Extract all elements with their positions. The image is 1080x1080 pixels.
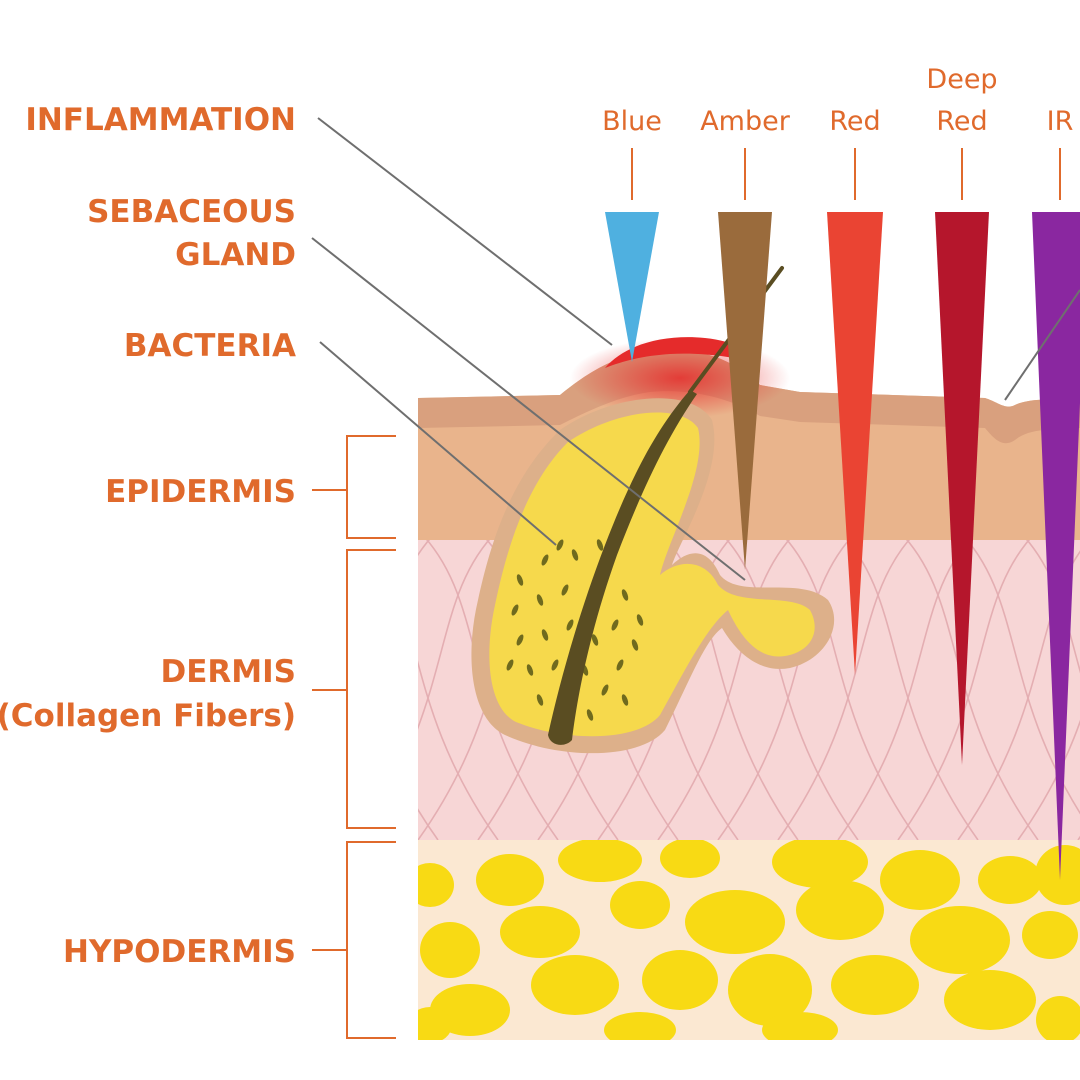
bacterium: [556, 539, 564, 551]
bacterium: [511, 604, 519, 616]
label-dermis-line2: (Collagen Fibers): [0, 698, 296, 734]
label-sebaceous-line2: GLAND: [175, 237, 296, 273]
bacterium: [541, 629, 549, 641]
fat-cell: [1036, 996, 1080, 1040]
bracket-hypodermis: [312, 841, 396, 1039]
fat-cell: [531, 955, 619, 1015]
bacterium: [571, 549, 579, 561]
leader-sebaceous: [311, 237, 746, 581]
collagen-fiber: [777, 530, 919, 840]
collagen-fiber: [418, 530, 499, 730]
label-epidermis: EPIDERMIS: [105, 474, 296, 510]
collagen-fiber: [1017, 530, 1080, 674]
bacterium: [621, 589, 629, 601]
fat-cell: [685, 890, 785, 954]
bacterium: [636, 614, 644, 626]
fat-cell: [880, 850, 960, 910]
bacterium: [601, 684, 609, 696]
collagen-fiber: [897, 530, 1039, 840]
fat-cell: [500, 906, 580, 958]
leader-ir: [1004, 289, 1080, 401]
light-ray-blue: [605, 212, 659, 362]
bacterium: [516, 634, 524, 646]
bacterium: [566, 619, 574, 631]
leader-lines: [311, 117, 1080, 581]
sebaceous-gland: [471, 266, 835, 754]
collagen-fiber: [1017, 719, 1080, 840]
collagen-fiber: [957, 550, 1080, 840]
label-hypodermis: HYPODERMIS: [63, 934, 296, 970]
fat-cell: [944, 970, 1036, 1030]
fat-cell: [762, 1012, 838, 1040]
collagen-fiber: [657, 530, 799, 840]
band-label-ir: IR: [1047, 106, 1074, 137]
bacterium: [586, 709, 594, 721]
fat-cell: [796, 880, 884, 940]
ray-ticks: [631, 148, 1061, 200]
bacterium: [526, 664, 534, 676]
bacterium: [516, 574, 524, 586]
fat-cell: [610, 881, 670, 929]
fat-cell: [604, 1012, 676, 1040]
fat-cell: [476, 854, 544, 906]
label-inflammation: INFLAMMATION: [25, 102, 296, 138]
collagen-fiber: [418, 660, 499, 840]
bacterium: [506, 659, 514, 671]
bracket-dermis: [312, 549, 396, 829]
light-ray-red: [827, 212, 883, 675]
bacterium: [551, 659, 559, 671]
bacterium: [611, 619, 619, 631]
label-dermis-line1: DERMIS: [161, 654, 297, 690]
light-ray-deep-red: [935, 212, 989, 765]
fat-cell: [660, 840, 720, 878]
band-label-blue: Blue: [602, 106, 662, 137]
fat-cell: [831, 955, 919, 1015]
band-label-red: Red: [829, 106, 880, 137]
bacterium: [596, 539, 604, 551]
bacterium: [621, 694, 629, 706]
bacterium: [616, 659, 624, 671]
fat-cell: [418, 863, 454, 907]
light-ray-ir: [1032, 212, 1080, 880]
fat-cell: [978, 856, 1042, 904]
collagen-fiber: [897, 530, 1039, 840]
label-sebaceous-line1: SEBACEOUS: [87, 194, 296, 230]
leader-bacteria: [319, 341, 557, 546]
fat-cell: [1022, 911, 1078, 959]
band-label-deep-red-line1: Deep: [926, 64, 997, 95]
label-bacteria: BACTERIA: [124, 328, 296, 364]
fat-cell: [558, 840, 642, 882]
light-rays: [605, 212, 1080, 880]
bacterium: [536, 594, 544, 606]
fat-cell: [728, 954, 812, 1026]
collagen-fiber: [418, 530, 439, 557]
light-ray-amber: [718, 212, 772, 570]
collagen-fiber: [418, 808, 439, 840]
fat-cell: [1035, 845, 1080, 905]
collagen-fiber: [777, 530, 919, 840]
band-label-amber: Amber: [700, 106, 791, 137]
bacterium: [591, 634, 599, 646]
bacterium: [541, 554, 549, 566]
bracket-epidermis: [312, 435, 396, 539]
hypodermis-layer: [418, 840, 1080, 1040]
leader-inflammation: [317, 117, 613, 346]
band-label-deep-red-line2: Red: [936, 106, 987, 137]
bacterium: [561, 584, 569, 596]
layer-brackets: [312, 435, 396, 1039]
fat-cell: [642, 950, 718, 1010]
fat-cell: [772, 840, 868, 888]
collagen-fiber: [957, 530, 1080, 815]
fat-cell: [420, 922, 480, 978]
bacterium: [536, 694, 544, 706]
bacterium: [631, 639, 639, 651]
fat-cell: [418, 1007, 452, 1040]
fat-cell: [910, 906, 1010, 974]
